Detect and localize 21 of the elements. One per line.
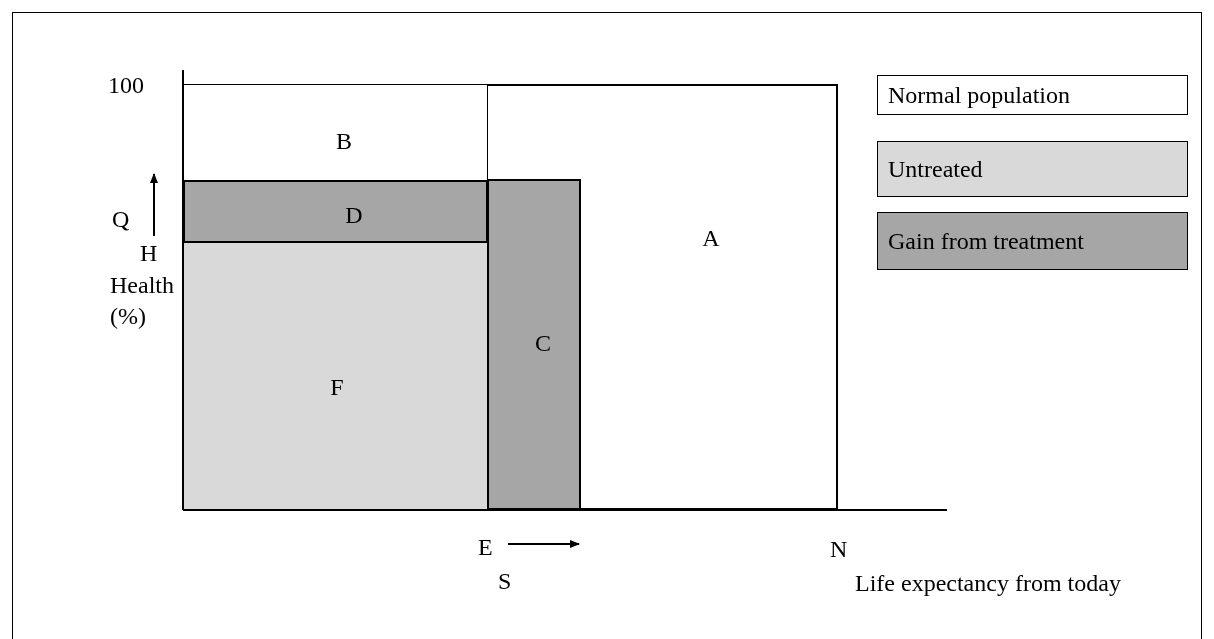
region-letter: C bbox=[535, 331, 551, 355]
axis-label: Q bbox=[112, 205, 130, 234]
region-letter: F bbox=[330, 375, 344, 399]
axis-label: S bbox=[498, 567, 512, 596]
chart-region bbox=[183, 84, 488, 181]
region-letter: B bbox=[336, 129, 352, 153]
axis-label: Health (%) bbox=[110, 271, 175, 332]
legend-label: Untreated bbox=[888, 155, 983, 183]
chart-region bbox=[183, 84, 838, 510]
region-letter: A bbox=[702, 226, 720, 250]
legend-label: Gain from treatment bbox=[888, 227, 1084, 255]
axis-label: H bbox=[140, 239, 158, 268]
axis-label: E bbox=[478, 533, 493, 562]
axis-label: 100 bbox=[108, 71, 144, 100]
chart-region bbox=[183, 242, 488, 510]
axis-label: N bbox=[830, 535, 848, 564]
chart-region bbox=[183, 180, 488, 243]
chart-region bbox=[487, 179, 581, 510]
legend-label: Normal population bbox=[888, 81, 1070, 109]
region-letter: D bbox=[345, 203, 363, 227]
axis-label: Life expectancy from today bbox=[855, 569, 1121, 598]
